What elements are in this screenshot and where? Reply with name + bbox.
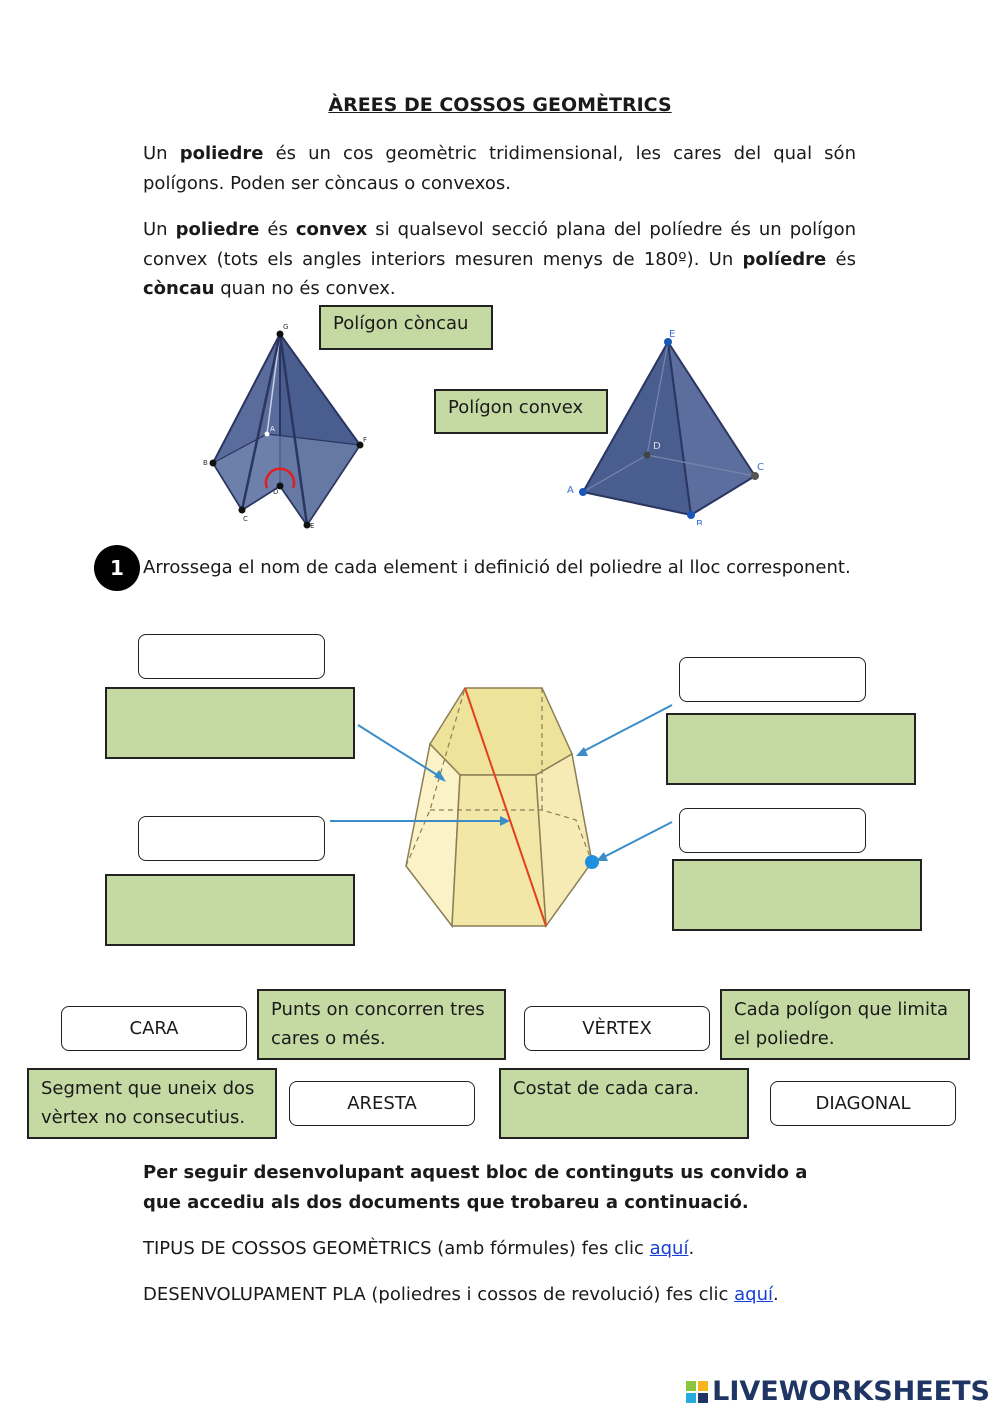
link-line-1: TIPUS DE COSSOS GEOMÈTRICS (amb fórmules…: [143, 1234, 856, 1264]
definition-chip-aresta[interactable]: Costat de cada cara.: [499, 1068, 749, 1139]
vertex-label: A: [270, 425, 275, 433]
drop-zone-definition-top-left[interactable]: [105, 687, 355, 759]
vertex-point: [585, 855, 599, 869]
link-desenvolupament-pla[interactable]: aquí: [734, 1284, 773, 1305]
link-tipus-cossos[interactable]: aquí: [649, 1238, 689, 1259]
vertex-label: F: [363, 436, 367, 444]
arrow-line: [357, 724, 443, 779]
text: .: [688, 1238, 695, 1259]
vertex-label: B: [696, 519, 703, 525]
arrowhead: [596, 852, 608, 861]
text: TIPUS DE COSSOS GEOMÈTRICS (amb fórmules…: [143, 1238, 650, 1259]
intro-paragraph-1: Un poliedre és un cos geomètric tridimen…: [143, 139, 856, 198]
text: Un: [143, 219, 176, 240]
liveworksheets-logo-icon: [686, 1380, 709, 1403]
hidden-edge: [405, 687, 466, 867]
vertex-point: [751, 472, 759, 480]
drop-zone-definition-bottom-left[interactable]: [105, 874, 355, 946]
vertex-point: [264, 431, 270, 437]
word-chip-diagonal[interactable]: DIAGONAL: [770, 1081, 956, 1126]
text: .: [772, 1284, 779, 1305]
hidden-edge: [646, 454, 756, 477]
vertex-point: [356, 441, 364, 449]
definition-chip-vertex[interactable]: Punts on concorren tres cares o més.: [257, 989, 506, 1060]
drop-zone-name-top-left[interactable]: [138, 634, 325, 679]
vertex-label: B: [203, 459, 208, 467]
text: DESENVOLUPAMENT PLA (poliedres i cossos …: [143, 1284, 735, 1305]
drop-zone-name-bottom-right[interactable]: [679, 808, 866, 853]
edge: [240, 333, 282, 511]
vertex-point: [276, 482, 284, 490]
drop-zone-name-top-right[interactable]: [679, 657, 866, 702]
exercise-number-badge: 1: [94, 545, 140, 591]
closing-note: Per seguir desenvolupant aquest bloc de …: [143, 1162, 808, 1213]
text: és: [826, 248, 856, 270]
arrowhead: [500, 816, 510, 826]
link-line-2: DESENVOLUPAMENT PLA (poliedres i cossos …: [143, 1280, 856, 1310]
drop-zone-name-bottom-left[interactable]: [138, 816, 325, 861]
bold-term: políedre: [742, 248, 827, 270]
vertex-point: [303, 521, 311, 529]
text: Un: [143, 143, 180, 164]
vertex-point: [238, 506, 246, 514]
top-face: [429, 687, 573, 776]
vertex-label: D: [273, 488, 278, 496]
convex-pyramid-figure: E D C A B: [567, 329, 764, 525]
vertex-label: C: [243, 515, 248, 523]
edge: [278, 333, 309, 526]
word-chip-cara[interactable]: CARA: [61, 1006, 247, 1051]
text: si qualsevol secció plana del políedre é…: [143, 219, 856, 270]
text: quan no és convex.: [214, 278, 396, 299]
vertex-label: E: [310, 522, 314, 530]
vertex-point: [643, 451, 651, 459]
angle-arc: [264, 467, 296, 489]
intro-paragraph-2: Un poliedre és convex si qualsevol secci…: [143, 215, 856, 304]
drop-zone-definition-top-right[interactable]: [666, 713, 916, 785]
bold-term: convex: [295, 219, 368, 240]
arrow-line: [601, 821, 673, 859]
vertex-point: [276, 330, 284, 338]
bold-term: poliedre: [175, 219, 260, 240]
front-face: [451, 774, 547, 927]
drop-zone-definition-bottom-right[interactable]: [672, 859, 922, 931]
concave-polyhedron-figure: G A F B D C E: [203, 323, 367, 530]
vertex-label: D: [653, 441, 661, 452]
vertex-point: [579, 488, 587, 496]
hidden-edge: [582, 454, 648, 493]
vertex-label: C: [757, 462, 764, 473]
vertex-point: [687, 511, 695, 519]
diagonal-line: [464, 687, 547, 927]
page-title: ÀREES DE COSSOS GEOMÈTRICS: [328, 94, 672, 116]
bold-term: poliedre: [179, 143, 264, 164]
hidden-edge: [646, 341, 669, 456]
liveworksheets-logo: LIVEWORKSHEETS: [686, 1376, 990, 1407]
edge: [266, 333, 281, 435]
text: és un cos geomètric tridimensional, les …: [143, 143, 856, 194]
side-face: [535, 752, 593, 929]
vertex-point: [664, 338, 672, 346]
exercise-instruction: Arrossega el nom de cada element i defin…: [143, 557, 851, 578]
bold-term: còncau: [143, 278, 215, 299]
definition-chip-diagonal[interactable]: Segment que uneix dos vèrtex no consecut…: [27, 1068, 277, 1139]
arrowhead: [576, 747, 588, 756]
word-chip-vertex[interactable]: VÈRTEX: [524, 1006, 710, 1051]
convex-polygon-label: Polígon convex: [434, 389, 608, 434]
arrowhead: [434, 770, 446, 782]
definition-chip-cara[interactable]: Cada polígon que limita el poliedre.: [720, 989, 970, 1060]
vertex-label: A: [567, 485, 574, 496]
vertex-label: E: [669, 329, 675, 340]
vertex-point: [209, 459, 217, 467]
brand-name: LIVEWORKSHEETS: [712, 1376, 990, 1407]
text: és: [259, 219, 296, 240]
vertex-label: G: [283, 323, 288, 331]
arrow-line: [581, 704, 673, 753]
concave-polygon-label: Polígon còncau: [319, 305, 493, 350]
prism-figure: [330, 687, 673, 929]
word-chip-aresta[interactable]: ARESTA: [289, 1081, 475, 1126]
